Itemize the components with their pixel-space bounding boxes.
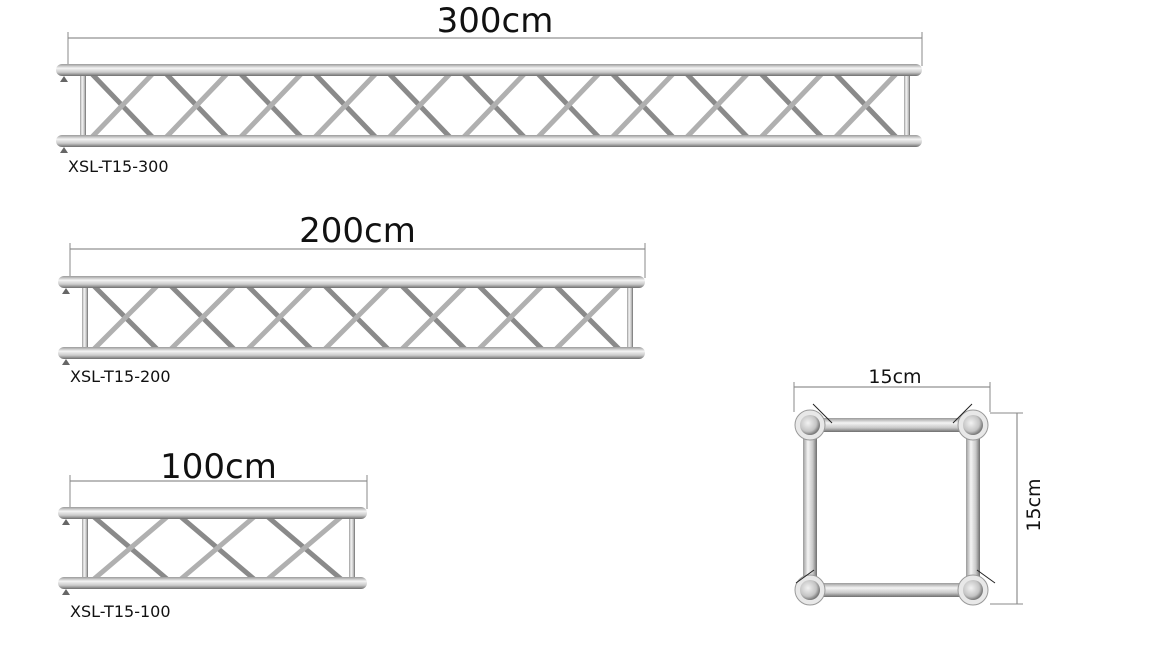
node-chord — [800, 580, 820, 600]
coupler-icon — [62, 359, 70, 365]
end-vertical — [904, 70, 910, 141]
chord-tube — [56, 64, 922, 76]
diagonal-brace — [91, 283, 160, 352]
end-vertical — [349, 513, 355, 583]
left-tube — [803, 431, 817, 584]
right-tube — [966, 431, 980, 584]
coupler-icon — [62, 519, 70, 525]
chord-tube — [56, 135, 922, 147]
length-label: 100cm — [160, 447, 277, 487]
end-vertical — [82, 513, 88, 583]
end-vertical — [80, 70, 86, 141]
chord-tube — [58, 577, 367, 589]
coupler-icon — [60, 147, 68, 153]
model-code: XSL-T15-100 — [70, 602, 171, 621]
chord-tube — [58, 507, 367, 519]
diagonal-brace — [535, 71, 602, 140]
diagonal-brace — [758, 71, 825, 140]
bottom-tube — [816, 583, 967, 597]
top-tube — [816, 418, 967, 432]
diagonal-brace — [610, 71, 676, 140]
cross-section: 15cm 15cm — [793, 366, 1045, 606]
coupler-mark — [812, 403, 833, 424]
model-code: XSL-T15-300 — [68, 157, 169, 176]
length-label: 300cm — [437, 1, 554, 41]
end-vertical — [627, 282, 633, 353]
diagonal-brace — [312, 71, 378, 140]
node-chord — [963, 580, 983, 600]
coupler-icon — [60, 76, 68, 82]
node-chord — [800, 415, 820, 435]
node-chord — [963, 415, 983, 435]
chord-tube — [58, 276, 645, 288]
diagonal-brace — [386, 71, 453, 140]
diagonal-brace — [399, 283, 468, 352]
end-vertical — [82, 282, 88, 353]
diagonal-brace — [553, 283, 622, 352]
length-label: 200cm — [299, 211, 416, 251]
diagonal-brace — [833, 71, 899, 140]
coupler-icon — [62, 288, 70, 294]
diagonal-brace — [265, 514, 344, 582]
coupler-mark — [976, 569, 996, 584]
height-label: 15cm — [1023, 478, 1045, 531]
diagonal-brace — [245, 283, 314, 352]
coupler-icon — [62, 589, 70, 595]
diagonal-brace — [178, 514, 257, 582]
diagonal-brace — [89, 71, 155, 140]
diagonal-brace — [476, 283, 545, 352]
diagonal-brace — [322, 283, 391, 352]
diagonal-brace — [684, 71, 750, 140]
diagonal-brace — [238, 71, 304, 140]
diagonal-brace — [91, 514, 170, 582]
model-code: XSL-T15-200 — [70, 367, 171, 386]
chord-tube — [58, 347, 645, 359]
coupler-mark — [952, 403, 973, 424]
diagonal-brace — [461, 71, 527, 140]
diagonal-brace — [168, 283, 237, 352]
width-label: 15cm — [868, 366, 921, 388]
coupler-mark — [795, 569, 815, 584]
diagonal-brace — [163, 71, 230, 140]
